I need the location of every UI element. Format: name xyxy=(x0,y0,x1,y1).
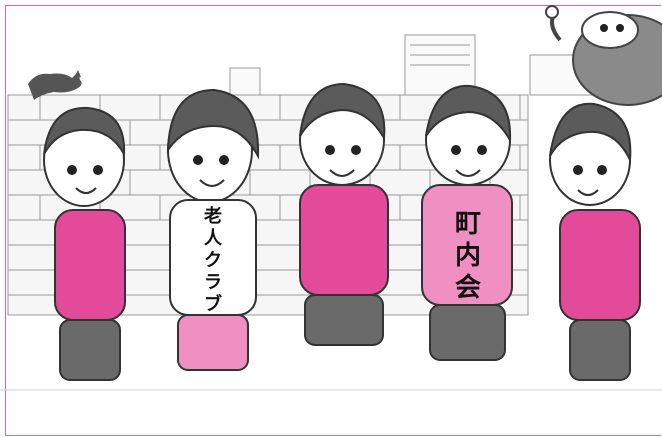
person-center xyxy=(299,82,389,346)
neighborhood-char-2: 内 xyxy=(455,241,481,271)
person-neighborhood: 町 内 会 xyxy=(421,84,513,361)
neighborhood-char-1: 町 xyxy=(455,209,481,239)
neighborhood-char-3: 会 xyxy=(455,273,481,303)
elder-club-char-3: ク xyxy=(204,250,222,271)
person-elder-club: 老 人 ク ラ ブ xyxy=(166,88,260,371)
elder-club-char-1: 老 xyxy=(204,205,222,227)
pink-frame xyxy=(5,5,661,436)
person-left xyxy=(43,106,126,381)
elder-club-char-4: ラ xyxy=(204,272,222,293)
elder-club-char-5: ブ xyxy=(204,293,222,315)
buildings xyxy=(229,34,621,96)
person-right xyxy=(549,102,641,381)
elder-club-char-2: 人 xyxy=(204,228,223,249)
cat-icon xyxy=(28,70,82,100)
robot-mascot-icon xyxy=(545,5,662,106)
